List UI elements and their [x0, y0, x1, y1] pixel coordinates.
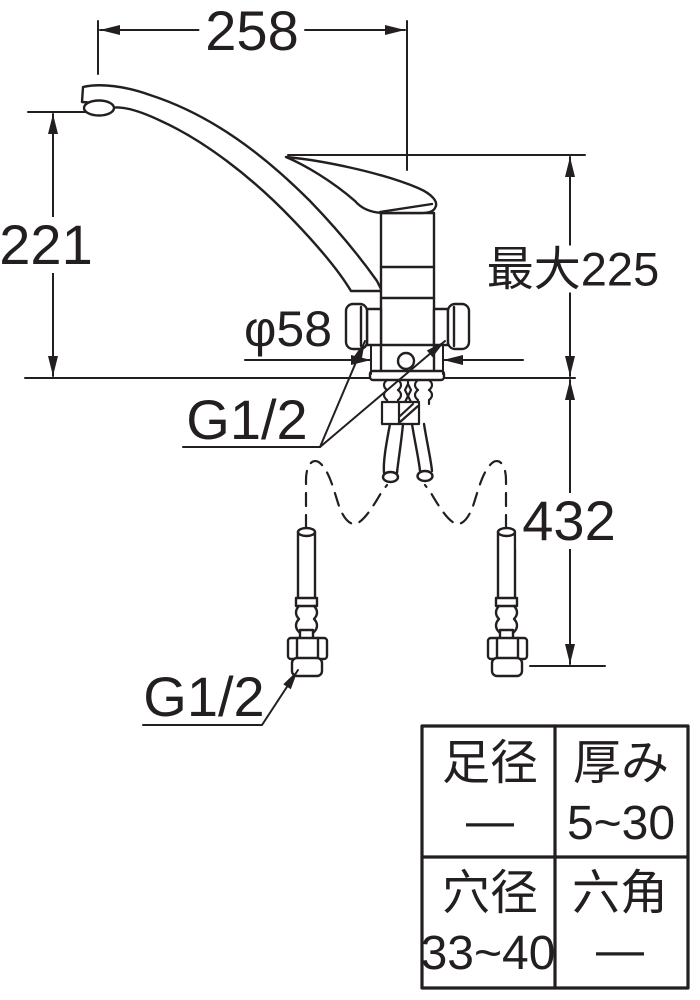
dimension-spout-height: 221 — [0, 217, 99, 273]
hex-nut — [486, 636, 529, 661]
faucet-handle — [284, 155, 438, 215]
end-cap — [490, 656, 524, 678]
end-cap — [290, 656, 324, 678]
set-screw-hole — [396, 351, 416, 371]
spec-thickness-label: 厚み — [572, 737, 670, 790]
mounting-shank — [380, 378, 434, 426]
left-check-valve — [344, 302, 383, 351]
spec-hex-label: 六角 — [571, 867, 669, 920]
supply-hoses-upper — [381, 422, 434, 484]
dimension-spout-reach: 258 — [199, 3, 305, 59]
spec-hole-diameter-value: 33~40 — [420, 927, 556, 980]
faucet-body — [344, 211, 471, 382]
leader-lines — [142, 340, 446, 726]
left-hose-end-fitting — [286, 526, 329, 678]
dimension-base-diameter: φ58 — [243, 301, 333, 357]
dimension-hose-length: 432 — [516, 493, 622, 549]
spec-foot-diameter-value: — — [466, 795, 514, 848]
aerator — [82, 99, 116, 117]
hex-nut — [286, 636, 329, 661]
spec-hole-diameter-label: 穴径 — [441, 867, 539, 920]
spec-thickness-value: 5~30 — [566, 797, 676, 850]
right-hose-end-fitting — [486, 526, 529, 678]
reference-lines — [24, 20, 606, 667]
label-connection-g12-bottom: G1/2 — [143, 665, 265, 728]
right-check-valve — [432, 302, 471, 351]
label-connection-g12-top: G1/2 — [186, 388, 308, 451]
spec-table-grid — [420, 724, 690, 990]
spec-foot-diameter-label: 足径 — [441, 737, 539, 790]
hose-break-curves — [304, 460, 508, 530]
spec-hex-value: — — [596, 924, 644, 977]
dimension-max-height: 最大225 — [484, 242, 662, 296]
